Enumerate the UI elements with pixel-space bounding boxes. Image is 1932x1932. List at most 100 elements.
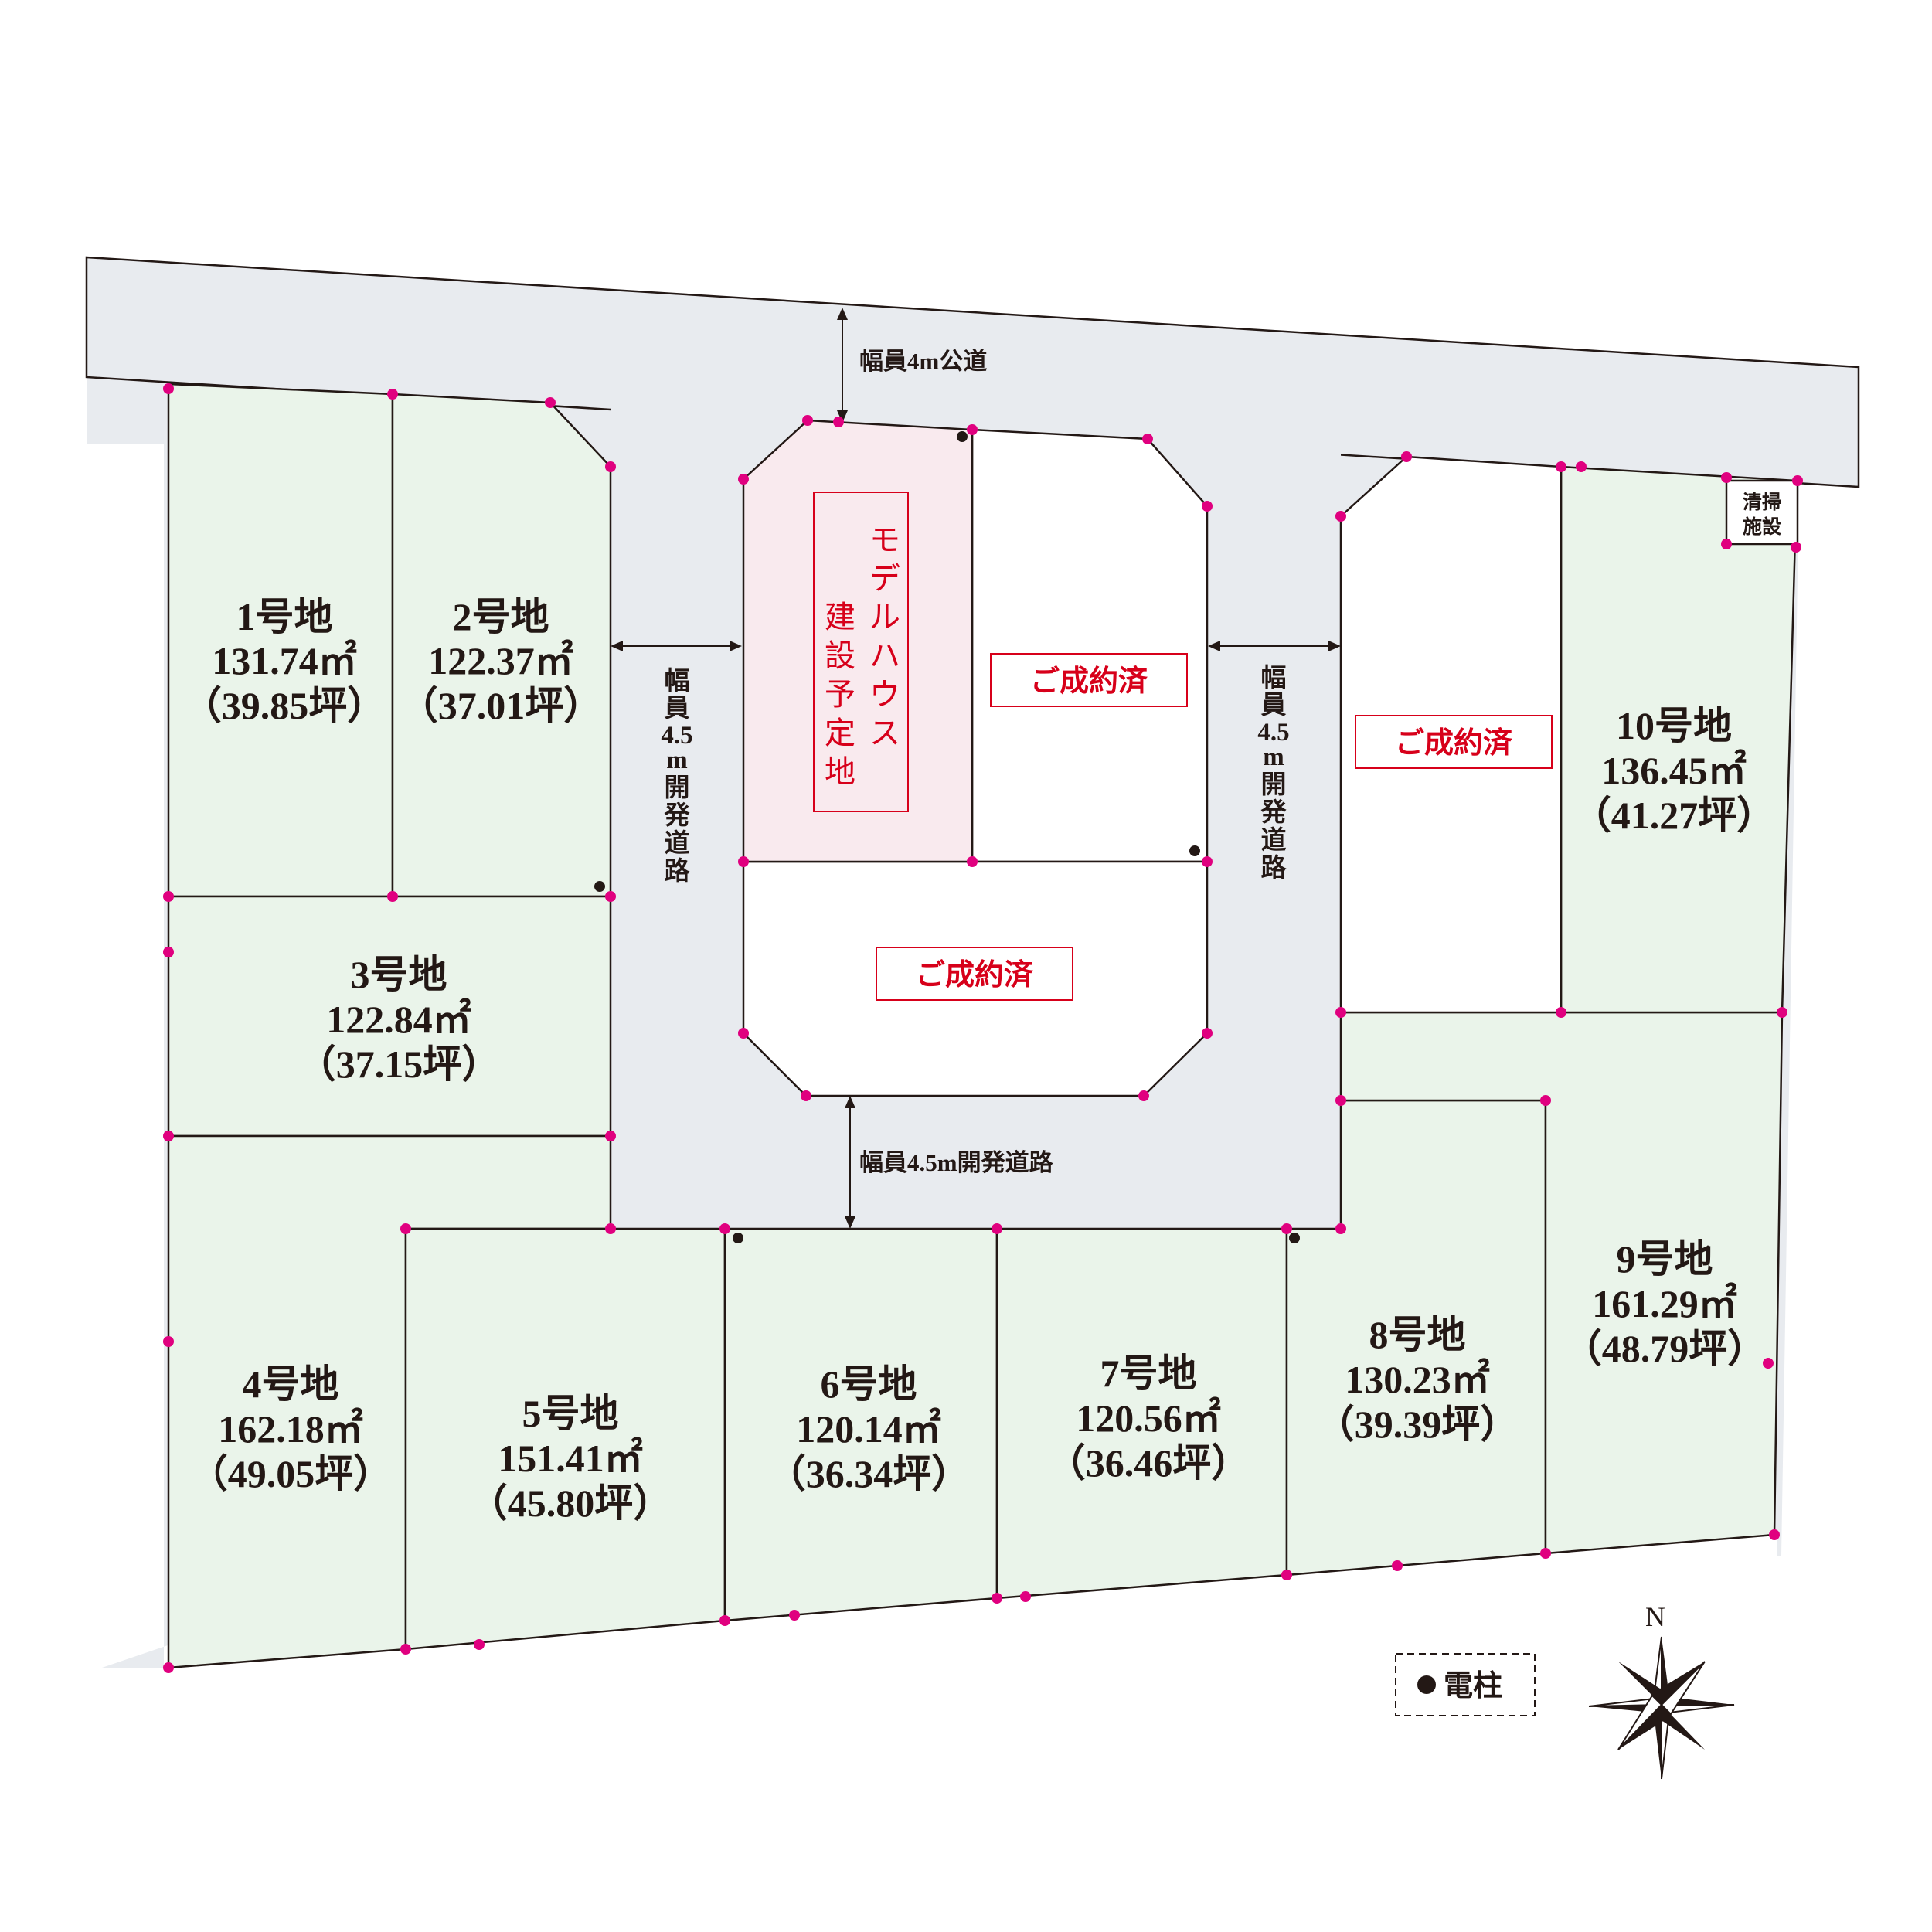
svg-text:4.5: 4.5	[1257, 719, 1289, 747]
svg-text:（36.34坪）: （36.34坪）	[767, 1452, 971, 1495]
boundary-marker	[1721, 539, 1732, 549]
boundary-marker	[1335, 1007, 1346, 1018]
bottom-road-label: 幅員4.5m開発道路	[859, 1149, 1054, 1176]
boundary-marker	[1540, 1548, 1551, 1559]
cleaning-facility-box	[1725, 479, 1799, 546]
svg-text:ご成約済: ご成約済	[1395, 726, 1513, 760]
boundary-markers	[163, 383, 1803, 1673]
sold-badge-center-bottom: ご成約済	[876, 947, 1073, 1001]
svg-text:120.56㎡: 120.56㎡	[1076, 1396, 1221, 1440]
model-house-lot[interactable]	[742, 419, 974, 863]
boundary-marker	[1556, 461, 1566, 472]
svg-text:道: 道	[665, 829, 690, 858]
boundary-marker	[163, 947, 174, 957]
utility-pole-legend-icon	[1417, 1675, 1436, 1694]
boundary-marker	[1335, 511, 1346, 522]
svg-text:路: 路	[665, 857, 691, 886]
boundary-marker	[605, 1223, 616, 1234]
boundary-marker	[1791, 542, 1801, 553]
svg-text:m: m	[1263, 743, 1284, 771]
north-arrow-icon: N	[1588, 1601, 1735, 1780]
boundary-marker	[1020, 1591, 1031, 1602]
boundary-marker	[545, 397, 556, 408]
boundary-marker	[1335, 1223, 1346, 1234]
svg-text:N: N	[1645, 1601, 1665, 1632]
boundary-marker	[1202, 1028, 1213, 1039]
svg-text:ご成約済: ご成約済	[1030, 664, 1148, 698]
boundary-marker	[163, 1131, 174, 1141]
svg-text:3号地: 3号地	[351, 953, 447, 996]
svg-text:4号地: 4号地	[243, 1362, 339, 1406]
svg-text:131.74㎡: 131.74㎡	[212, 639, 357, 682]
boundary-marker	[738, 1028, 749, 1039]
svg-text:（45.80坪）: （45.80坪）	[469, 1481, 672, 1525]
sold-badge-center-top: ご成約済	[990, 653, 1188, 707]
boundary-marker	[1335, 1095, 1346, 1106]
legend-label: 電柱	[1444, 1668, 1502, 1702]
boundary-marker	[1556, 1007, 1566, 1018]
boundary-marker	[992, 1593, 1002, 1604]
svg-text:136.45㎡: 136.45㎡	[1601, 749, 1747, 792]
lot-4-label: 4号地 162.18㎡ （49.05坪）	[189, 1362, 393, 1495]
boundary-marker	[1202, 501, 1213, 512]
svg-text:発: 発	[665, 801, 691, 830]
svg-text:m: m	[666, 747, 688, 774]
svg-text:（39.39坪）: （39.39坪）	[1316, 1403, 1519, 1446]
boundary-marker	[1763, 1358, 1774, 1369]
model-house-label: モデルハウス 建設予定地	[813, 492, 909, 812]
boundary-marker	[605, 461, 616, 472]
lot-2[interactable]	[391, 393, 612, 898]
svg-text:（37.01坪）: （37.01坪）	[400, 684, 603, 727]
model-house-label-line-2: 建設予定地	[825, 600, 855, 790]
boundary-marker	[1721, 472, 1732, 483]
svg-text:員: 員	[665, 695, 690, 723]
cleaning-facility-label-2: 施設	[1743, 515, 1782, 538]
utility-pole	[594, 881, 605, 892]
lot-sold-center-top[interactable]	[971, 428, 1209, 863]
utility-poles	[594, 431, 1300, 1243]
legend: 電柱	[1395, 1653, 1536, 1716]
svg-text:（37.15坪）: （37.15坪）	[298, 1043, 501, 1086]
boundary-marker	[163, 383, 174, 394]
svg-text:10号地: 10号地	[1616, 704, 1732, 747]
svg-text:幅: 幅	[1261, 664, 1287, 692]
svg-text:6号地: 6号地	[821, 1362, 917, 1406]
lot-5-label: 5号地 151.41㎡ （45.80坪）	[469, 1392, 672, 1525]
svg-text:7号地: 7号地	[1100, 1352, 1197, 1395]
svg-text:9号地: 9号地	[1617, 1237, 1713, 1281]
public-road-label: 幅員4m公道	[859, 348, 987, 375]
utility-pole	[733, 1233, 743, 1243]
boundary-marker	[1792, 475, 1803, 486]
bottom-road-width-arrow	[845, 1096, 855, 1229]
boundary-marker	[474, 1639, 485, 1650]
boundary-marker	[1540, 1095, 1551, 1106]
boundary-marker	[992, 1223, 1002, 1234]
svg-text:（39.85坪）: （39.85坪）	[183, 684, 386, 727]
lot-8-label: 8号地 130.23㎡ （39.39坪）	[1316, 1313, 1519, 1446]
boundary-marker	[1769, 1529, 1780, 1540]
boundary-marker	[163, 1336, 174, 1347]
svg-text:161.29㎡: 161.29㎡	[1592, 1282, 1737, 1325]
svg-text:151.41㎡: 151.41㎡	[498, 1437, 643, 1480]
svg-text:1号地: 1号地	[236, 595, 333, 638]
svg-text:路: 路	[1261, 854, 1287, 883]
svg-text:（49.05坪）: （49.05坪）	[189, 1452, 393, 1495]
boundary-marker	[163, 1662, 174, 1673]
svg-text:8号地: 8号地	[1369, 1313, 1466, 1356]
svg-text:4.5: 4.5	[661, 722, 692, 750]
boundary-marker	[1401, 451, 1412, 462]
boundary-marker	[1392, 1560, 1403, 1571]
boundary-marker	[400, 1223, 411, 1234]
boundary-marker	[1777, 1007, 1787, 1018]
svg-text:開: 開	[665, 774, 690, 802]
boundary-marker	[400, 1644, 411, 1655]
svg-text:130.23㎡: 130.23㎡	[1345, 1358, 1490, 1401]
right-road-width-arrow	[1208, 641, 1341, 651]
boundary-marker	[387, 891, 398, 902]
public-road	[85, 256, 1860, 488]
model-house-label-line-1: モデルハウス	[869, 522, 900, 751]
cleaning-facility-label-1: 清掃	[1743, 492, 1781, 513]
left-road-label: 幅 員 4.5 m 開 発 道 路	[661, 667, 692, 886]
boundary-marker	[1202, 856, 1213, 867]
